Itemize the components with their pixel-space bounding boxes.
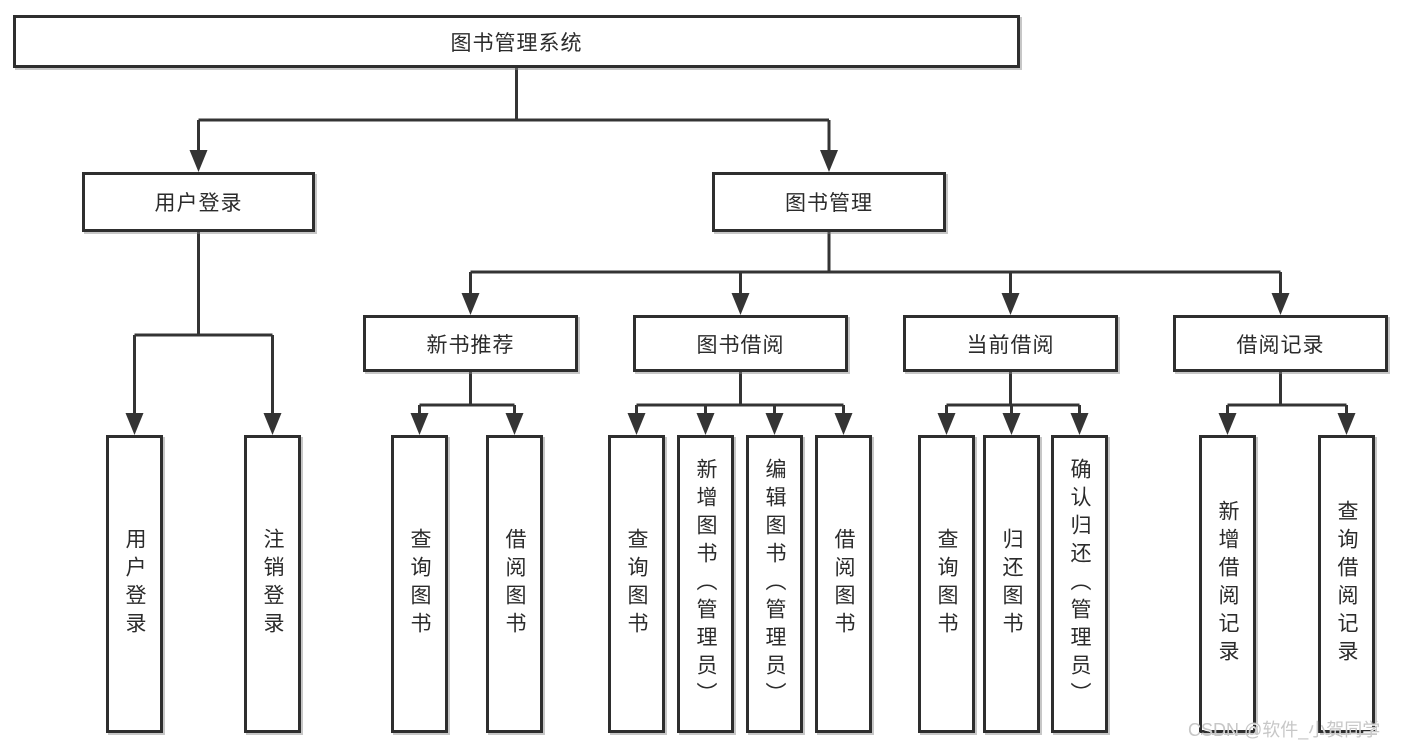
node-current-borrowing: 当前借阅	[903, 315, 1118, 372]
leaf-query-borrow-record: 查询借阅记录	[1318, 435, 1375, 733]
leaf-query-books-borrowing: 查询图书	[608, 435, 665, 733]
leaf-return-books: 归还图书	[983, 435, 1040, 733]
leaf-user-login-label: 用户登录	[123, 528, 146, 640]
leaf-borrow-books: 借阅图书	[815, 435, 872, 733]
node-user-login-label: 用户登录	[154, 192, 243, 215]
leaf-edit-books-admin-label: 编辑图书（管理员）	[763, 458, 786, 710]
leaf-user-login: 用户登录	[106, 435, 163, 733]
leaf-logout-login: 注销登录	[244, 435, 301, 733]
node-new-book-recommend-label: 新书推荐	[426, 333, 515, 357]
leaf-query-books-recommend: 查询图书	[391, 435, 448, 733]
node-book-borrowing: 图书借阅	[633, 315, 848, 372]
node-new-book-recommend: 新书推荐	[363, 315, 578, 372]
leaf-borrow-books-recommend-label: 借阅图书	[503, 528, 526, 640]
node-user-login: 用户登录	[82, 172, 315, 232]
leaf-query-books-borrowing-label: 查询图书	[625, 528, 648, 640]
leaf-edit-books-admin: 编辑图书（管理员）	[746, 435, 803, 733]
node-book-borrowing-label: 图书借阅	[696, 333, 785, 357]
leaf-query-books-current-label: 查询图书	[935, 528, 958, 640]
leaf-add-borrow-record: 新增借阅记录	[1199, 435, 1256, 733]
leaf-confirm-return-admin: 确认归还（管理员）	[1051, 435, 1108, 733]
leaf-query-books-recommend-label: 查询图书	[408, 528, 431, 640]
leaf-borrow-books-label: 借阅图书	[832, 528, 855, 640]
leaf-add-books-admin-label: 新增图书（管理员）	[694, 458, 717, 710]
leaf-logout-login-label: 注销登录	[261, 528, 284, 640]
node-borrow-records-label: 借阅记录	[1236, 333, 1325, 357]
watermark: CSDN @软件_小贺同学	[1188, 720, 1381, 740]
leaf-return-books-label: 归还图书	[1000, 528, 1023, 640]
node-root-system: 图书管理系统	[13, 15, 1020, 68]
leaf-add-books-admin: 新增图书（管理员）	[677, 435, 734, 733]
node-book-management-label: 图书管理	[785, 192, 873, 215]
node-borrow-records: 借阅记录	[1173, 315, 1388, 372]
leaf-query-borrow-record-label: 查询借阅记录	[1335, 500, 1358, 668]
node-book-management: 图书管理	[712, 172, 946, 232]
node-current-borrowing-label: 当前借阅	[966, 333, 1055, 357]
leaf-add-borrow-record-label: 新增借阅记录	[1216, 500, 1239, 668]
leaf-borrow-books-recommend: 借阅图书	[486, 435, 543, 733]
node-root-label: 图书管理系统	[450, 31, 583, 55]
leaf-confirm-return-admin-label: 确认归还（管理员）	[1068, 458, 1091, 710]
leaf-query-books-current: 查询图书	[918, 435, 975, 733]
